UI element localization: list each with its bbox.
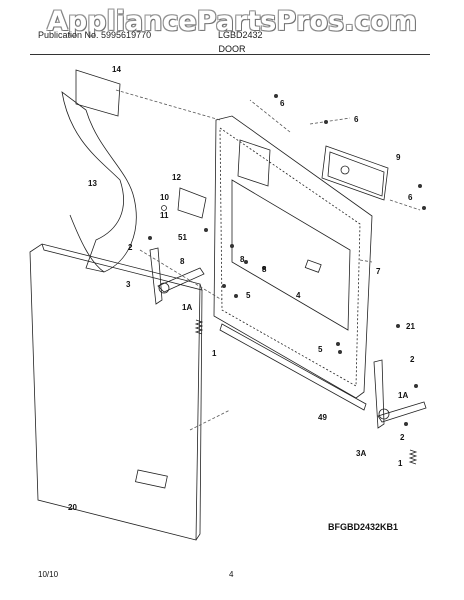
callout-6-mid: 6 bbox=[354, 115, 359, 124]
vent-assembly bbox=[75, 69, 121, 117]
callout-9: 9 bbox=[396, 153, 401, 162]
callout-5-upper: 5 bbox=[246, 291, 251, 300]
callout-51: 51 bbox=[178, 233, 187, 242]
callout-12: 12 bbox=[172, 173, 181, 182]
left-hinge bbox=[149, 247, 163, 305]
outer-door-panel bbox=[29, 243, 201, 541]
callout-13: 13 bbox=[88, 179, 97, 188]
vent-duct bbox=[61, 91, 137, 273]
bottom-trim-strip bbox=[219, 323, 367, 411]
header-rule bbox=[30, 54, 430, 55]
callout-10: 10 bbox=[160, 193, 169, 202]
callout-6-top: 6 bbox=[280, 99, 285, 108]
publication-label: Publication No. 5995619770 bbox=[38, 30, 152, 40]
callout-8-c: 8 bbox=[262, 265, 267, 274]
model-code: BFGBD2432KB1 bbox=[328, 522, 399, 532]
callout-20: 20 bbox=[68, 503, 77, 512]
footer-date: 10/10 bbox=[38, 570, 59, 579]
model-label: LGBD2432 bbox=[218, 30, 263, 40]
callout-11: 11 bbox=[160, 211, 169, 220]
callout-1-right: 1 bbox=[398, 459, 403, 468]
callout-8-a: 8 bbox=[180, 257, 185, 266]
callout-49: 49 bbox=[318, 413, 327, 422]
callout-2-right-lower: 2 bbox=[400, 433, 405, 442]
callout-1a-left: 1A bbox=[182, 303, 192, 312]
inner-door-frame bbox=[213, 115, 373, 399]
section-title: DOOR bbox=[218, 44, 246, 54]
callout-4: 4 bbox=[296, 291, 301, 300]
callout-3a: 3A bbox=[356, 449, 366, 458]
watermark-logo: AppliancePartsPros.com bbox=[46, 6, 418, 37]
callout-6-right: 6 bbox=[408, 193, 413, 202]
control-panel-module bbox=[321, 145, 389, 201]
callout-8-b: 8 bbox=[240, 255, 245, 264]
callout-7: 7 bbox=[376, 267, 381, 276]
door-latch bbox=[177, 187, 207, 219]
callout-21: 21 bbox=[406, 322, 415, 331]
callout-3: 3 bbox=[126, 280, 131, 289]
page-number: 4 bbox=[229, 570, 234, 579]
callout-1a-right: 1A bbox=[398, 391, 408, 400]
callout-2-right-upper: 2 bbox=[410, 355, 415, 364]
callout-14: 14 bbox=[112, 65, 121, 74]
callout-5-lower: 5 bbox=[318, 345, 323, 354]
callout-1-left: 1 bbox=[212, 349, 217, 358]
right-hinge bbox=[373, 359, 385, 429]
callout-2-left: 2 bbox=[128, 243, 133, 252]
